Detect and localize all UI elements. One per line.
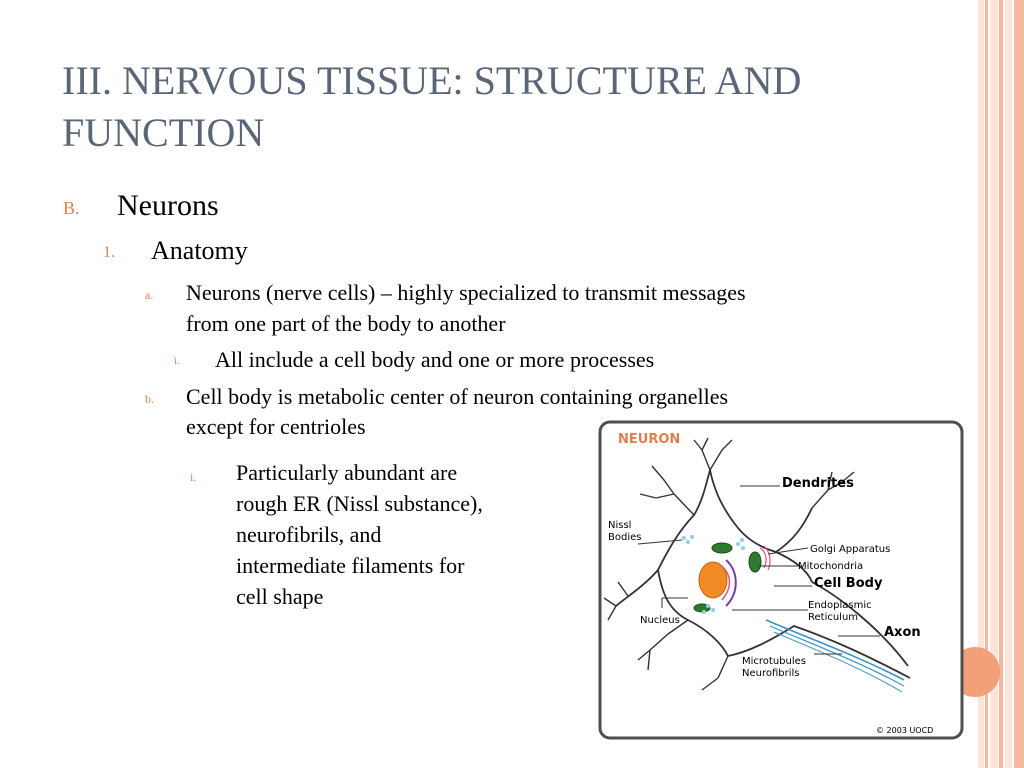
outline-marker-a-i: i. xyxy=(174,356,180,367)
label-er-1: Endoplasmic xyxy=(808,600,872,611)
label-cell-body: Cell Body xyxy=(814,576,883,591)
decor-stripe-5 xyxy=(1005,0,1012,768)
figure-heading: NEURON xyxy=(618,432,680,447)
label-copyright: © 2003 UOCD xyxy=(876,726,933,735)
decor-stripe-6 xyxy=(1014,0,1024,768)
outline-b2-i-line3: neurofibrils, and xyxy=(236,522,382,547)
outline-marker-1: 1. xyxy=(103,244,115,261)
outline-b2-line1: Cell body is metabolic center of neuron … xyxy=(186,384,729,409)
slide-title: III. NERVOUS TISSUE: STRUCTURE AND FUNCT… xyxy=(62,58,802,155)
label-nissl-1: Nissl xyxy=(608,520,631,531)
decor-stripe-1 xyxy=(978,0,984,768)
axon-fibers xyxy=(765,619,905,681)
outline-b2-i-line1: Particularly abundant are xyxy=(236,460,458,485)
outline-anatomy: Anatomy xyxy=(151,236,248,265)
mitochondrion xyxy=(711,542,733,554)
neuron-diagram: NEURON xyxy=(598,420,964,740)
leader-lines xyxy=(637,485,880,655)
decor-stripe-4 xyxy=(999,0,1003,768)
label-neurofibrils: Neurofibrils xyxy=(742,668,800,679)
label-microtubules: Microtubules xyxy=(742,656,806,667)
outline-b2-line2: except for centrioles xyxy=(186,414,366,439)
outline-neurons: Neurons xyxy=(117,189,219,222)
outline-b2-i-line2: rough ER (Nissl substance), xyxy=(236,491,483,516)
label-er-2: Reticulum xyxy=(808,612,858,623)
nissl-bodies xyxy=(682,535,745,614)
outline-a-line2: from one part of the body to another xyxy=(186,311,506,336)
endoplasmic-reticulum xyxy=(725,559,737,607)
outline-a-i-text: All include a cell body and one or more … xyxy=(215,347,655,372)
outline-marker-b: B. xyxy=(63,198,80,218)
label-nucleus: Nucleus xyxy=(640,615,680,626)
label-dendrites: Dendrites xyxy=(782,476,854,491)
outline-b2-i-line5: cell shape xyxy=(236,584,324,609)
outline-marker-b2-i: i. xyxy=(190,470,197,484)
decor-stripe-2 xyxy=(985,0,988,768)
outline-a-line1: Neurons (nerve cells) – highly specializ… xyxy=(186,280,746,305)
label-mitochondria: Mitochondria xyxy=(798,561,863,572)
label-axon: Axon xyxy=(884,625,921,640)
label-golgi: Golgi Apparatus xyxy=(810,544,890,555)
nucleus xyxy=(698,561,728,599)
label-nissl-2: Bodies xyxy=(608,532,641,543)
outline-marker-b2: b. xyxy=(145,392,154,406)
outline-marker-a: a. xyxy=(145,288,154,302)
dendrite-branches xyxy=(603,437,855,691)
decor-stripe-3 xyxy=(990,0,998,768)
neuron-figure: NEURON xyxy=(598,420,964,740)
outline-b2-i-line4: intermediate filaments for xyxy=(236,553,465,578)
